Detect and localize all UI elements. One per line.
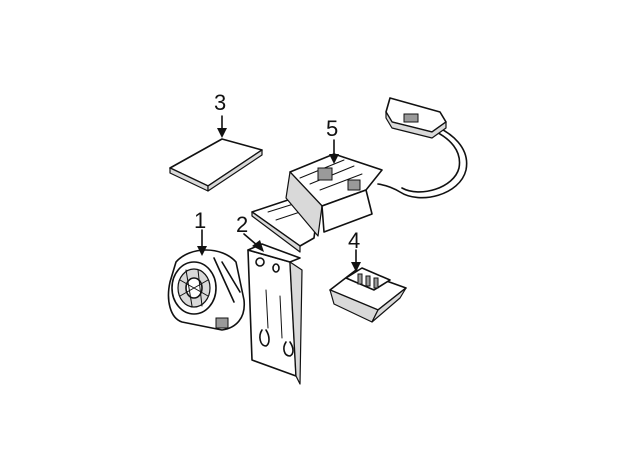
part-3-pad (169, 138, 263, 192)
callout-arrows (197, 115, 361, 272)
part-5-module (251, 97, 468, 253)
part-4-module (329, 267, 407, 323)
callout-1-label: 1 (194, 208, 206, 233)
part-2-bracket (247, 243, 303, 385)
part-1-speaker (167, 249, 246, 331)
callout-4-label: 4 (348, 228, 360, 253)
callout-2-label: 2 (236, 212, 248, 237)
callout-5-label: 5 (326, 116, 338, 141)
callout-3-label: 3 (214, 90, 226, 115)
